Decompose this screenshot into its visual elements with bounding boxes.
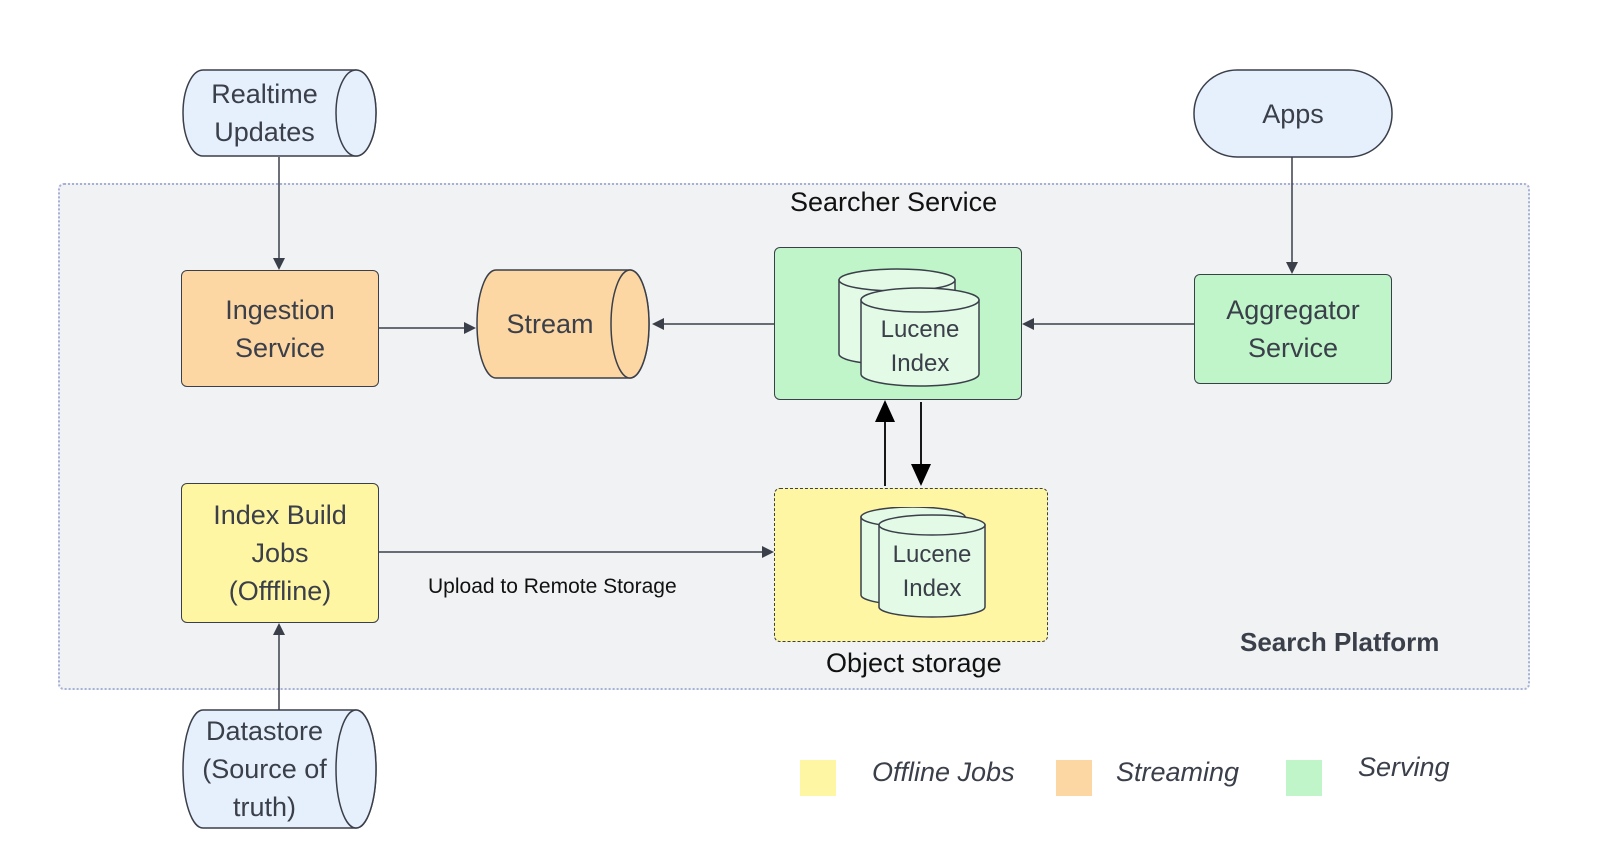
legend-label-streaming: Streaming xyxy=(1116,757,1240,787)
aggregator-service-box: Aggregator Service xyxy=(1194,274,1392,384)
searcher-service-box: Lucene Index xyxy=(774,247,1022,400)
realtime-updates-cylinder xyxy=(182,69,377,157)
legend-label-serving: Serving xyxy=(1358,752,1450,782)
object-storage-box: Lucene Index xyxy=(774,488,1048,642)
legend-swatch-serving xyxy=(1286,760,1322,796)
realtime-updates-label: Realtime Updates xyxy=(211,79,318,147)
stream-cylinder xyxy=(476,269,650,379)
ingestion-service-box: Ingestion Service xyxy=(181,270,379,387)
search-platform-label: Search Platform xyxy=(1240,627,1440,657)
object-storage-label: Object storage xyxy=(826,648,1002,678)
searcher-service-title: Searcher Service xyxy=(790,187,998,217)
apps-pill xyxy=(1193,69,1393,158)
legend-swatch-streaming xyxy=(1056,760,1092,796)
legend-label-offline: Offline Jobs xyxy=(872,757,1015,787)
storage-lucene-index-icon xyxy=(860,507,986,618)
searcher-lucene-index-label: Lucene Index xyxy=(880,316,960,377)
index-build-jobs-box: Index Build Jobs (Offfline) xyxy=(181,483,379,623)
storage-lucene-index-label: Lucene Index xyxy=(892,541,972,602)
datastore-label: Datastore (Source of truth) xyxy=(202,716,327,822)
stream-label: Stream xyxy=(506,309,594,339)
upload-edge-label: Upload to Remote Storage xyxy=(428,575,677,598)
datastore-cylinder xyxy=(182,709,377,829)
searcher-lucene-index-icon xyxy=(838,268,980,387)
legend-swatch-offline xyxy=(800,760,836,796)
apps-label: Apps xyxy=(1262,98,1324,129)
